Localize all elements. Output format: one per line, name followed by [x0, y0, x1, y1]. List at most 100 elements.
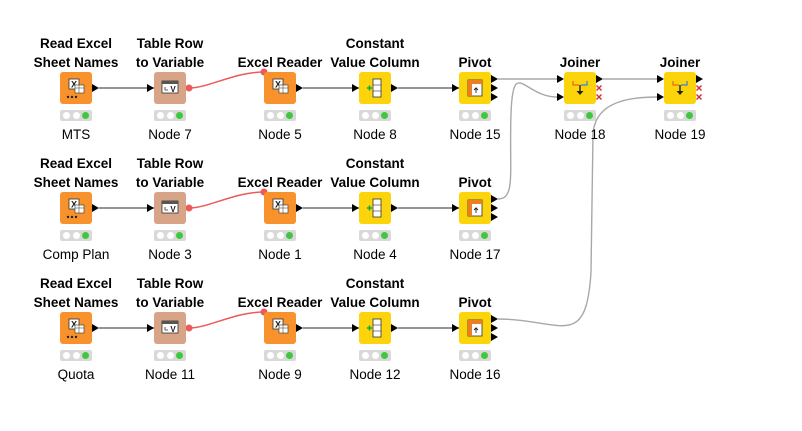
excel-reader-node[interactable]: Excel Reader X Node 9 — [220, 274, 340, 410]
output-port[interactable] — [391, 204, 398, 212]
flow-variable-output-port[interactable] — [185, 84, 193, 92]
pivot-output-port[interactable] — [491, 333, 498, 341]
joiner-input-port[interactable] — [657, 93, 664, 101]
node-title[interactable]: Joiner — [659, 55, 701, 70]
data-connection[interactable] — [497, 96, 658, 327]
excel-reader-icon[interactable]: X — [264, 192, 296, 224]
pivot-node[interactable]: Pivot Node 17 — [415, 154, 535, 290]
table-row-to-variable-node[interactable]: Table Row to Variable V Node 7 — [110, 34, 230, 170]
input-port[interactable] — [147, 204, 154, 212]
input-port[interactable] — [452, 204, 459, 212]
node-label[interactable]: Node 17 — [449, 247, 501, 262]
constant-value-column-node[interactable]: Constant Value Column Node 12 — [315, 274, 435, 410]
flow-variable-connection[interactable] — [188, 191, 265, 209]
excel-sheet-names-icon[interactable]: X — [60, 72, 92, 104]
pivot-output-port[interactable] — [491, 315, 498, 323]
node-title[interactable]: Table Row to Variable — [135, 156, 205, 190]
data-connection[interactable] — [497, 82, 558, 200]
node-title[interactable]: Read Excel Sheet Names — [33, 276, 119, 310]
node-label[interactable]: Node 1 — [258, 247, 302, 262]
input-port[interactable] — [352, 324, 359, 332]
input-port[interactable] — [452, 84, 459, 92]
table-row-to-variable-icon[interactable]: V — [154, 192, 186, 224]
node-label[interactable]: Node 18 — [554, 127, 606, 142]
excel-sheet-names-icon[interactable]: X — [60, 312, 92, 344]
output-port[interactable] — [296, 324, 303, 332]
output-port[interactable] — [92, 204, 99, 212]
table-row-to-variable-icon[interactable]: V — [154, 72, 186, 104]
node-label[interactable]: Node 8 — [353, 127, 397, 142]
node-title[interactable]: Pivot — [458, 55, 492, 70]
pivot-output-port[interactable] — [491, 324, 498, 332]
read-excel-sheet-names-node[interactable]: Read Excel Sheet Names X MTS — [16, 34, 136, 170]
node-label[interactable]: Quota — [57, 367, 95, 382]
read-excel-sheet-names-node[interactable]: Read Excel Sheet Names X Comp Plan — [16, 154, 136, 290]
node-label[interactable]: Node 15 — [449, 127, 501, 142]
table-row-to-variable-node[interactable]: Table Row to Variable V Node 3 — [110, 154, 230, 290]
constant-value-column-icon[interactable] — [359, 72, 391, 104]
node-title[interactable]: Table Row to Variable — [135, 276, 205, 310]
input-port[interactable] — [147, 84, 154, 92]
pivot-node[interactable]: Pivot Node 15 — [415, 34, 535, 170]
joiner-input-port[interactable] — [557, 93, 564, 101]
pivot-icon[interactable] — [459, 312, 491, 344]
joiner-output-port[interactable] — [696, 75, 703, 83]
pivot-output-port[interactable] — [491, 195, 498, 203]
constant-value-column-node[interactable]: Constant Value Column Node 4 — [315, 154, 435, 290]
node-title[interactable]: Pivot — [458, 175, 492, 190]
output-port[interactable] — [92, 84, 99, 92]
node-title[interactable]: Excel Reader — [237, 175, 323, 190]
joiner-input-port[interactable] — [657, 75, 664, 83]
constant-value-column-icon[interactable] — [359, 192, 391, 224]
node-title[interactable]: Constant Value Column — [330, 36, 420, 70]
node-label[interactable]: Node 5 — [258, 127, 302, 142]
node-title[interactable]: Excel Reader — [237, 55, 323, 70]
node-label[interactable]: Node 3 — [148, 247, 192, 262]
pivot-output-port[interactable] — [491, 93, 498, 101]
input-port[interactable] — [452, 324, 459, 332]
excel-reader-icon[interactable]: X — [264, 72, 296, 104]
node-title[interactable]: Table Row to Variable — [135, 36, 205, 70]
output-port[interactable] — [391, 324, 398, 332]
pivot-node[interactable]: Pivot Node 16 — [415, 274, 535, 410]
output-port[interactable] — [296, 204, 303, 212]
node-title[interactable]: Constant Value Column — [330, 276, 420, 310]
flow-variable-output-port[interactable] — [185, 324, 193, 332]
flow-variable-connection[interactable] — [188, 71, 265, 89]
pivot-icon[interactable] — [459, 192, 491, 224]
node-label[interactable]: Node 12 — [349, 367, 401, 382]
output-port[interactable] — [296, 84, 303, 92]
constant-value-column-icon[interactable] — [359, 312, 391, 344]
node-title[interactable]: Read Excel Sheet Names — [33, 36, 119, 70]
table-row-to-variable-icon[interactable]: V — [154, 312, 186, 344]
joiner-output-port[interactable] — [596, 75, 603, 83]
node-label[interactable]: Node 19 — [654, 127, 706, 142]
joiner-icon[interactable] — [564, 72, 596, 104]
input-port[interactable] — [352, 204, 359, 212]
node-title[interactable]: Read Excel Sheet Names — [33, 156, 119, 190]
node-title[interactable]: Pivot — [458, 295, 492, 310]
output-port[interactable] — [391, 84, 398, 92]
input-port[interactable] — [352, 84, 359, 92]
read-excel-sheet-names-node[interactable]: Read Excel Sheet Names X Quota — [16, 274, 136, 410]
flow-variable-output-port[interactable] — [185, 204, 193, 212]
excel-reader-node[interactable]: Excel Reader X Node 1 — [220, 154, 340, 290]
output-port[interactable] — [92, 324, 99, 332]
node-title[interactable]: Joiner — [559, 55, 601, 70]
joiner-icon[interactable] — [664, 72, 696, 104]
node-label[interactable]: MTS — [61, 127, 91, 142]
joiner-node[interactable]: Joiner Node 18 — [520, 34, 640, 170]
excel-reader-icon[interactable]: X — [264, 312, 296, 344]
joiner-input-port[interactable] — [557, 75, 564, 83]
excel-sheet-names-icon[interactable]: X — [60, 192, 92, 224]
node-label[interactable]: Node 16 — [449, 367, 501, 382]
node-title[interactable]: Excel Reader — [237, 295, 323, 310]
node-title[interactable]: Constant Value Column — [330, 156, 420, 190]
pivot-output-port[interactable] — [491, 213, 498, 221]
pivot-output-port[interactable] — [491, 204, 498, 212]
pivot-output-port[interactable] — [491, 84, 498, 92]
flow-variable-connection[interactable] — [188, 311, 265, 329]
node-label[interactable]: Node 9 — [258, 367, 302, 382]
excel-reader-node[interactable]: Excel Reader X Node 5 — [220, 34, 340, 170]
joiner-node[interactable]: Joiner Node 19 — [620, 34, 740, 170]
